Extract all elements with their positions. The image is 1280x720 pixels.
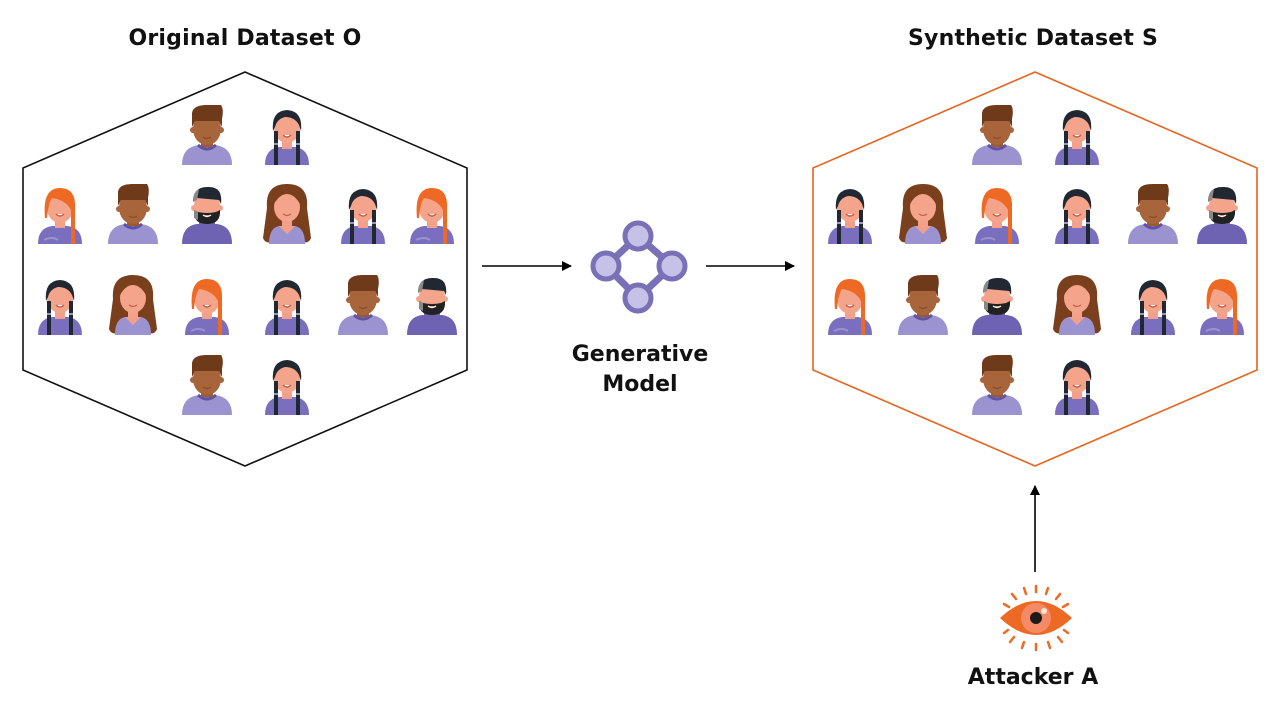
synthetic-avatar-man-brown-hair-icon [896, 273, 950, 337]
original-avatar-woman-black-braids-icon [37, 279, 83, 336]
synthetic-avatar-woman-orange-hair-icon [1199, 278, 1245, 336]
original-avatar-woman-black-braids-icon [264, 279, 310, 336]
synthetic-avatar-woman-black-braids-icon [827, 188, 873, 245]
original-avatar-man-brown-hair-icon [106, 182, 160, 246]
original-avatar-woman-orange-hair-icon [409, 187, 455, 245]
synthetic-avatar-woman-long-brown-hair-icon [898, 183, 948, 245]
synthetic-avatar-man-brown-hair-icon [1126, 182, 1180, 246]
original-avatar-woman-orange-hair-icon [37, 187, 83, 245]
synthetic-avatar-man-gray-beard-icon [971, 277, 1023, 336]
original-avatar-woman-black-braids-icon [340, 188, 386, 245]
synthetic-avatar-man-brown-hair-icon [970, 103, 1024, 167]
synthetic-avatar-woman-black-braids-icon [1054, 109, 1100, 166]
attacker-label: Attacker A [967, 665, 1099, 690]
original-avatar-man-brown-hair-icon [336, 273, 390, 337]
original-dataset-avatars [37, 103, 458, 417]
original-avatar-man-brown-hair-icon [180, 103, 234, 167]
original-dataset-title: Original Dataset O [128, 26, 362, 51]
synthetic-avatar-man-gray-beard-icon [1196, 186, 1248, 245]
original-dataset-hexagon [22, 71, 468, 467]
synthetic-avatar-woman-black-braids-icon [1054, 359, 1100, 416]
synthetic-avatar-woman-orange-hair-icon [974, 187, 1020, 245]
generative-model-label-line1: Generative [571, 342, 709, 367]
original-avatar-man-gray-beard-icon [406, 277, 458, 336]
synthetic-avatar-woman-black-braids-icon [1054, 188, 1100, 245]
eye-icon [1000, 584, 1072, 652]
original-avatar-woman-black-braids-icon [264, 109, 310, 166]
synthetic-dataset-title: Synthetic Dataset S [907, 26, 1159, 51]
original-avatar-man-brown-hair-icon [180, 353, 234, 417]
original-avatar-man-gray-beard-icon [181, 186, 233, 245]
network-nodes-icon [590, 220, 688, 314]
synthetic-avatar-man-brown-hair-icon [970, 353, 1024, 417]
original-avatar-woman-long-brown-hair-icon [262, 183, 312, 245]
synthetic-avatar-woman-black-braids-icon [1130, 279, 1176, 336]
synthetic-dataset-hexagon [812, 71, 1258, 467]
original-avatar-woman-long-brown-hair-icon [108, 274, 158, 336]
original-avatar-woman-black-braids-icon [264, 359, 310, 416]
generative-model-label: Generative Model [572, 340, 709, 400]
synthetic-dataset-avatars [827, 103, 1248, 417]
synthetic-avatar-woman-long-brown-hair-icon [1052, 274, 1102, 336]
synthetic-avatar-woman-orange-hair-icon [827, 278, 873, 336]
original-avatar-woman-orange-hair-icon [184, 278, 230, 336]
generative-model-label-line2: Model [602, 372, 678, 397]
